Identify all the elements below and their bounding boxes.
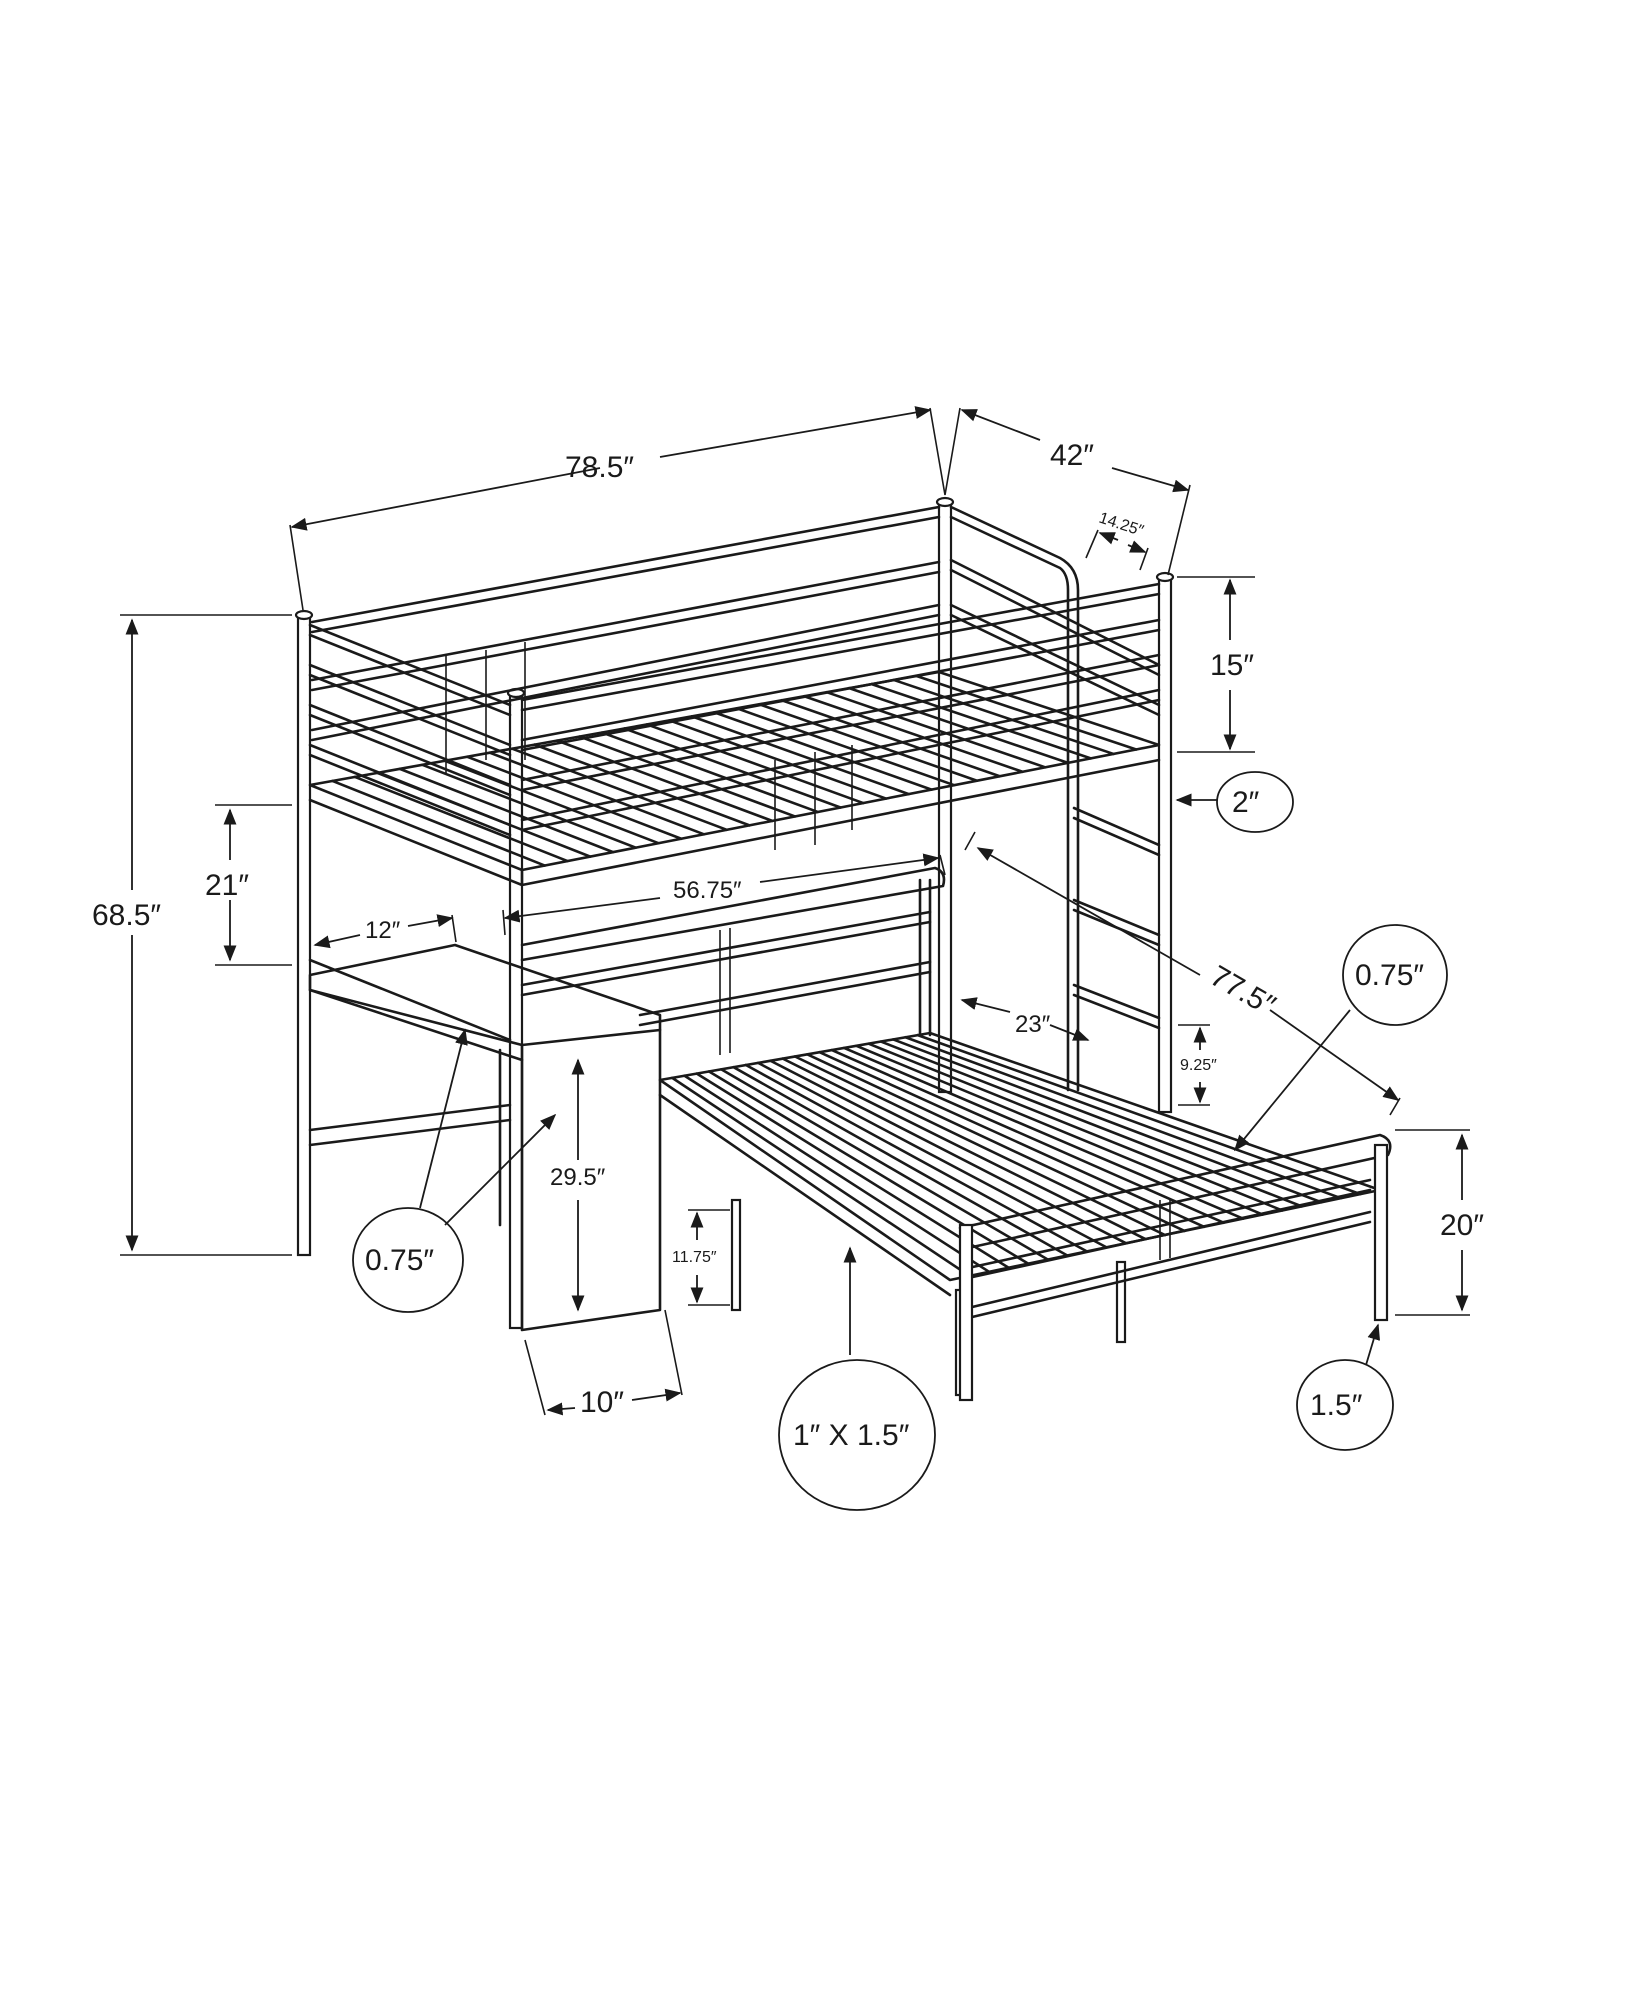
front-right-post <box>1157 575 1173 1114</box>
desk-cabinet <box>520 1028 662 1332</box>
slat <box>533 743 751 827</box>
dim-lower-bed-headboard-offset: 23″ <box>1015 1011 1051 1038</box>
rear-left-post <box>296 613 312 1257</box>
dim-ladder-rung-spacing: 9.25″ <box>1180 1057 1217 1074</box>
slat <box>818 1050 1206 1229</box>
slat <box>695 1072 1010 1270</box>
lower-bed-headboard <box>520 866 946 1055</box>
slat <box>805 1053 1186 1233</box>
slat <box>781 1057 1147 1241</box>
dim-guardrail-height: 15″ <box>1210 649 1254 682</box>
post-cap <box>1155 571 1175 583</box>
slat <box>578 735 797 818</box>
slat <box>555 739 774 823</box>
slat <box>465 755 683 841</box>
loft-posts <box>294 496 1175 1330</box>
slat <box>732 1065 1069 1257</box>
lower-slats <box>670 1033 1362 1278</box>
slat <box>757 702 979 783</box>
dim-footboard-height: 20″ <box>1440 1209 1484 1242</box>
slat <box>421 763 638 849</box>
callout-footboard-post: 1.5″ <box>1310 1389 1363 1422</box>
slat <box>825 690 1047 769</box>
loft-bed <box>294 496 1175 1330</box>
slat <box>670 1076 971 1278</box>
slat <box>855 1044 1265 1216</box>
slat <box>915 674 1138 751</box>
slat <box>802 694 1024 774</box>
slat <box>645 723 865 805</box>
lower-bed-frame <box>658 1031 1382 1297</box>
post-cap <box>935 496 955 508</box>
slat <box>879 1040 1304 1208</box>
slat <box>600 731 820 814</box>
slat <box>376 771 592 858</box>
slat <box>668 719 888 800</box>
dim-under-loft-clearance: 21″ <box>205 869 249 902</box>
slat <box>398 767 615 854</box>
rear-right-post <box>937 500 953 1094</box>
lower-bed-footboard <box>958 1133 1392 1402</box>
loft-slats <box>331 674 1138 867</box>
rear-guardrail <box>310 505 941 775</box>
slat <box>488 751 706 836</box>
slat <box>707 1070 1030 1265</box>
slat <box>683 1074 991 1274</box>
right-end-frame <box>949 505 1161 1092</box>
callout-rail-tube-desk: 0.75″ <box>365 1244 434 1277</box>
dim-desk-height: 29.5″ <box>550 1164 606 1191</box>
slat <box>780 698 1002 778</box>
slat <box>331 779 547 867</box>
slat <box>623 727 842 809</box>
post-cap <box>294 609 314 621</box>
slat <box>892 678 1115 756</box>
slat <box>891 1038 1323 1204</box>
dim-lower-bed-headboard-width: 56.75″ <box>673 877 742 904</box>
lower-bed <box>520 866 1392 1402</box>
slat <box>769 1059 1128 1245</box>
slat <box>353 775 569 863</box>
slat <box>735 707 956 787</box>
callout-leg-tube: 1″ X 1.5″ <box>793 1419 910 1452</box>
slat <box>793 1055 1167 1237</box>
loft-deck <box>308 670 1161 887</box>
left-stretchers <box>308 958 512 1147</box>
dim-overall-length: 78.5″ <box>565 451 634 484</box>
dimension-lines: 78.5″ 42″ 14.25″ 15″ 2″ 68.5″ 21″ <box>92 406 1484 1511</box>
lower-bed-legs <box>730 1198 1127 1397</box>
slat <box>690 715 911 796</box>
slat <box>830 1048 1225 1225</box>
ladder <box>1072 806 1161 1030</box>
desk <box>308 943 662 1332</box>
slat <box>756 1061 1108 1249</box>
slat <box>870 682 1093 760</box>
slat <box>744 1063 1089 1253</box>
callout-rail-tube-upper: 0.75″ <box>1355 959 1424 992</box>
slat <box>916 1033 1362 1196</box>
left-end-guardrail <box>308 623 512 837</box>
dim-lower-bed-clearance: 11.75″ <box>672 1249 717 1266</box>
slat <box>443 759 660 845</box>
dim-desk-depth: 12″ <box>365 917 401 944</box>
slat <box>867 1042 1284 1212</box>
dim-lower-bed-length: 77.5″ <box>1205 959 1282 1022</box>
slat <box>842 1046 1245 1220</box>
slat <box>720 1068 1050 1261</box>
slat <box>847 686 1070 765</box>
slat <box>904 1035 1343 1200</box>
dim-desk-cabinet-width: 10″ <box>580 1386 624 1419</box>
callout-loft-post: 2″ <box>1232 786 1260 819</box>
slat <box>713 711 933 791</box>
dim-overall-width: 42″ <box>1050 439 1094 472</box>
dim-overall-height: 68.5″ <box>92 899 161 932</box>
slat <box>510 747 729 832</box>
